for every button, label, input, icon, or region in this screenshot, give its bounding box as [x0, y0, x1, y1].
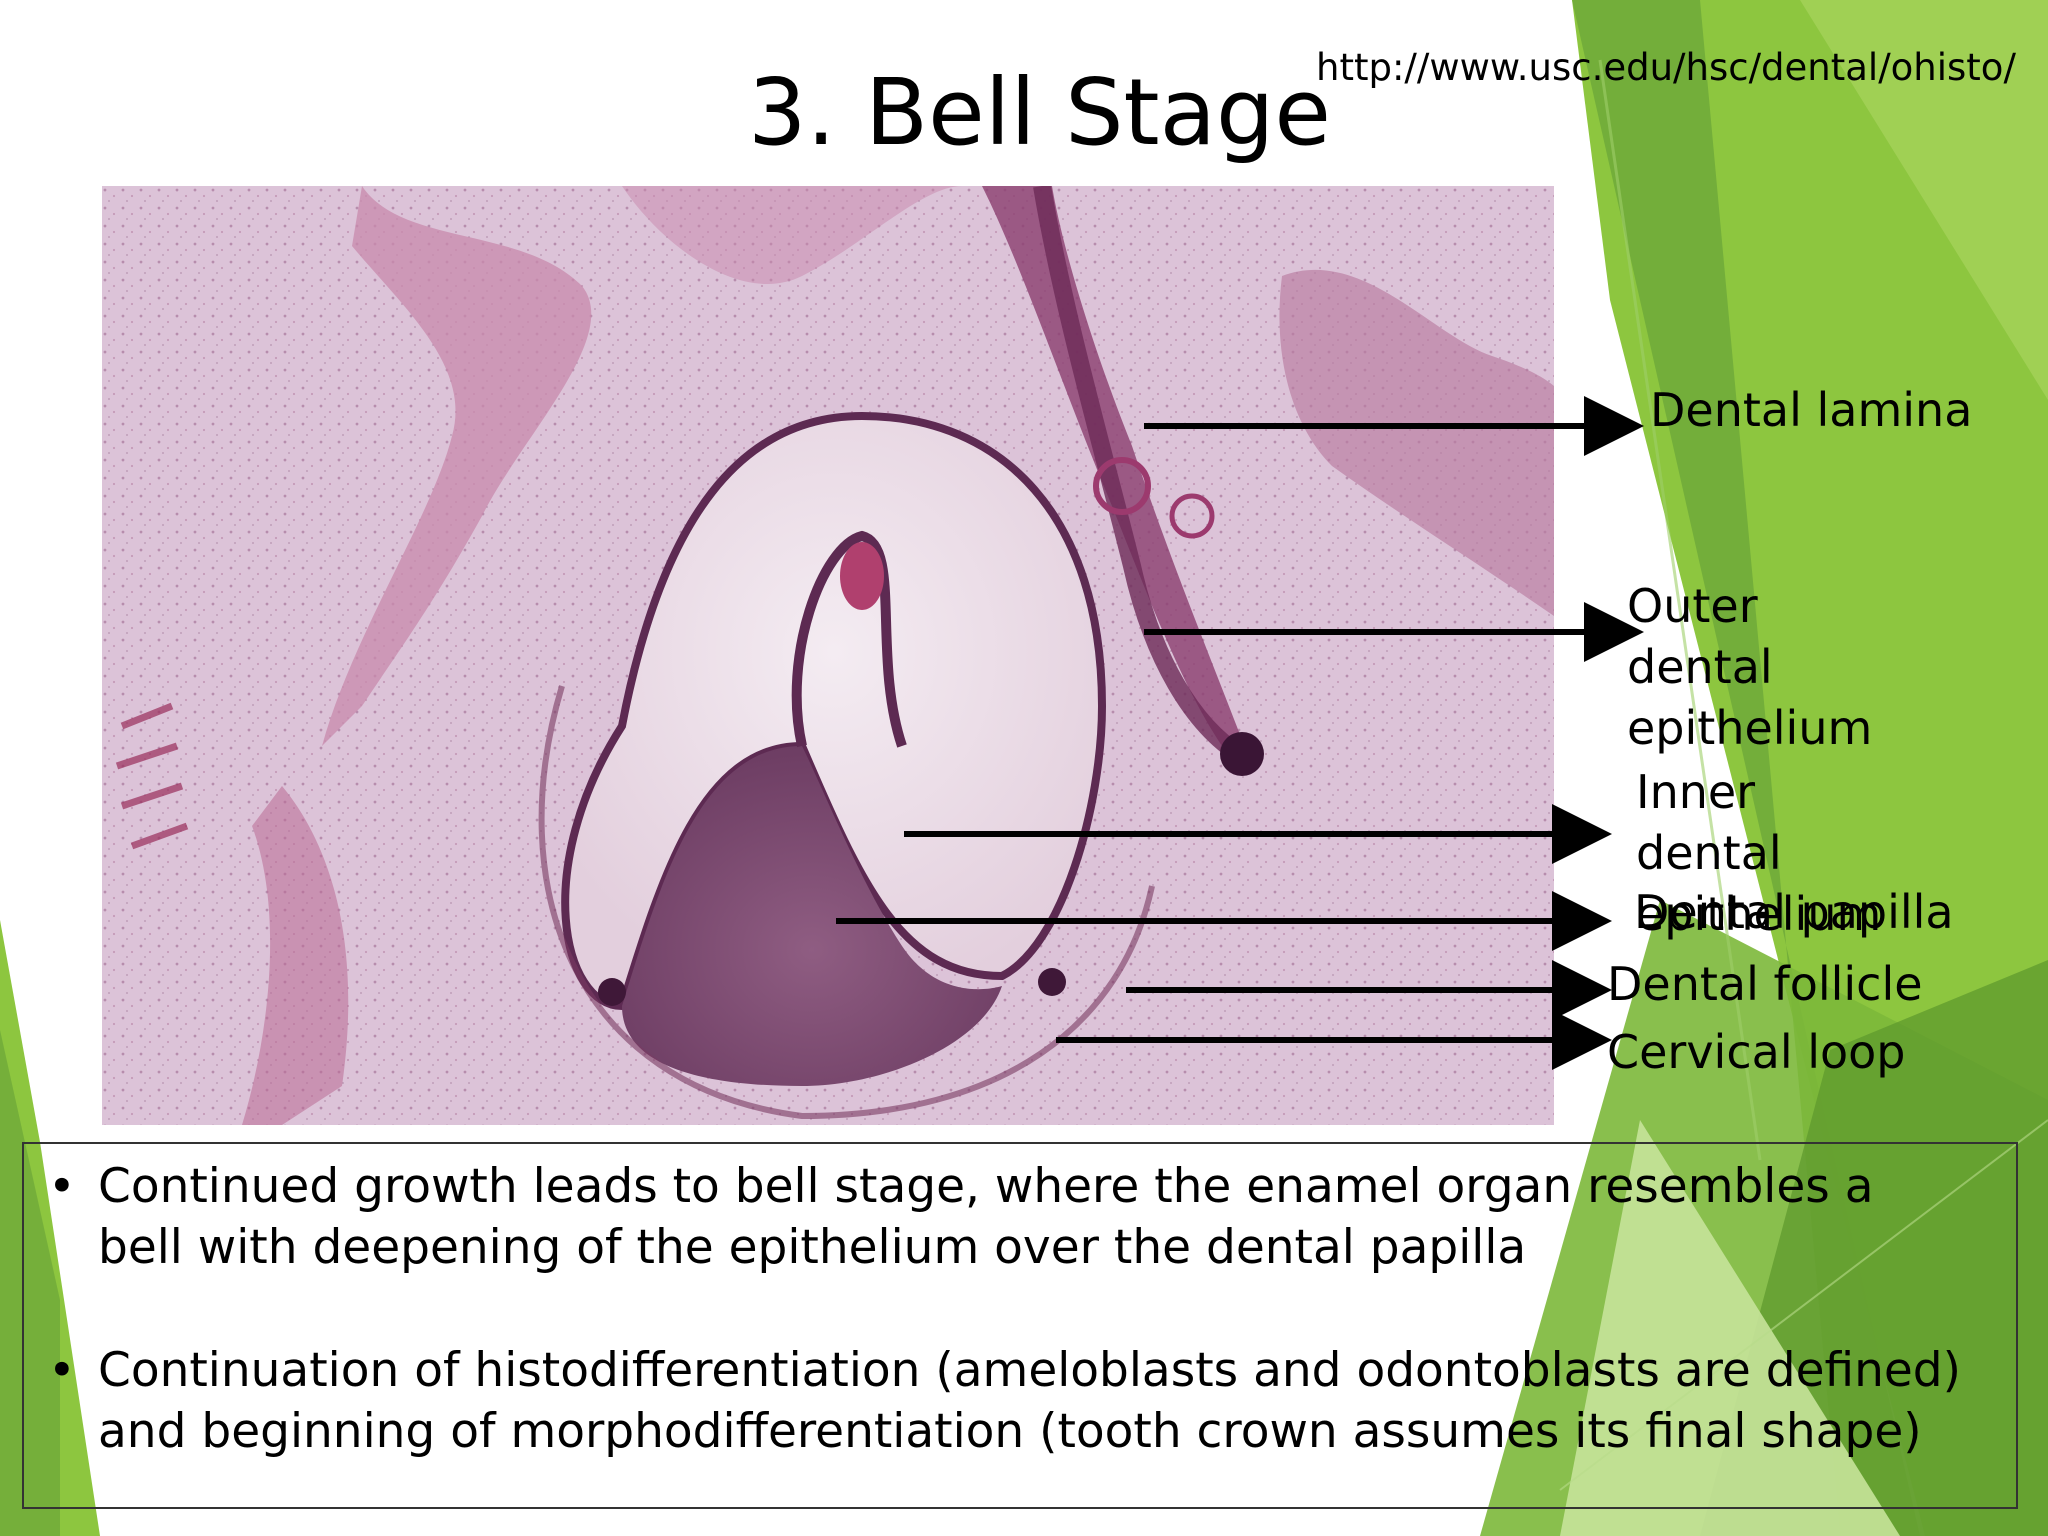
bullet-dot: •: [48, 1159, 76, 1214]
histology-micrograph: [102, 186, 1554, 1125]
label-dental-lamina: Dental lamina: [1650, 383, 1973, 437]
bullet-2-line-1: Continuation of histodifferentiation (am…: [98, 1343, 1961, 1398]
source-url[interactable]: http://www.usc.edu/hsc/dental/ohisto/: [1316, 46, 2016, 89]
bullet-2-line-2: and beginning of morphodifferentiation (…: [98, 1404, 1922, 1459]
label-inner-dental-epithelium-2: dental: [1636, 826, 1782, 880]
bullet-item-1: • Continued growth leads to bell stage, …: [48, 1156, 1998, 1278]
label-dental-follicle: Dental follicle: [1607, 957, 1923, 1011]
bullet-dot: •: [48, 1343, 76, 1398]
label-dental-papilla: Dental papilla: [1634, 885, 1954, 939]
label-cervical-loop: Cervical loop: [1607, 1025, 1906, 1079]
label-outer-dental-epithelium-1: Outer: [1627, 579, 1758, 633]
bullet-1-line-2: bell with deepening of the epithelium ov…: [98, 1220, 1527, 1275]
label-inner-dental-epithelium-3: epithelium: [1636, 887, 1882, 941]
bullet-text-box: • Continued growth leads to bell stage, …: [22, 1142, 2018, 1509]
bullet-1-line-1: Continued growth leads to bell stage, wh…: [98, 1159, 1874, 1214]
slide-title: 3. Bell Stage: [748, 59, 1331, 166]
label-outer-dental-epithelium-2: dental: [1627, 640, 1773, 694]
label-inner-dental-epithelium-1: Inner: [1636, 765, 1756, 819]
bullet-item-2: • Continuation of histodifferentiation (…: [48, 1340, 1998, 1462]
label-outer-dental-epithelium-3: epithelium: [1627, 701, 1873, 755]
